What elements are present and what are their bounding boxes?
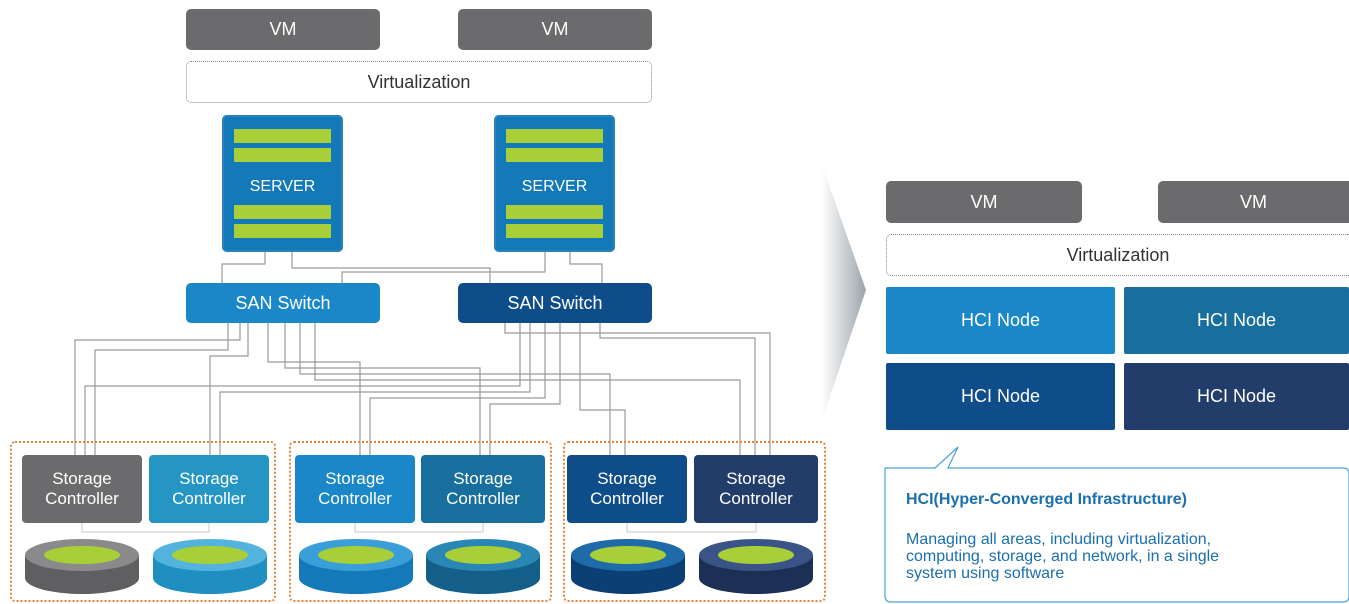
disk-3: [299, 539, 413, 594]
storage-group-1: [10, 441, 276, 602]
san-switch-1: SAN Switch: [186, 283, 380, 323]
callout-line: Managing all areas, including virtualiza…: [906, 531, 1212, 548]
storage-group-3: [563, 441, 826, 602]
server-label: SERVER: [249, 178, 316, 195]
server-2: SERVER: [494, 115, 615, 252]
storage-group-2: [289, 441, 552, 602]
san-switch-2: SAN Switch: [458, 283, 652, 323]
hci-vm-1: VM: [886, 181, 1082, 223]
hci-node-1: HCI Node: [886, 287, 1115, 354]
legacy-virtualization: Virtualization: [186, 61, 652, 103]
disk-5: [571, 539, 685, 594]
disk-6: [699, 539, 813, 594]
legacy-vm-2: VM: [458, 9, 652, 50]
hci-node-4: HCI Node: [1124, 363, 1349, 430]
hci-node-2: HCI Node: [1124, 287, 1349, 354]
disk-1: [25, 539, 139, 594]
server-1: SERVER: [222, 115, 343, 252]
callout-title: HCI(Hyper-Converged Infrastructure): [906, 491, 1187, 508]
callout-line: system using software: [906, 565, 1065, 582]
callout-line: computing, storage, and network, in a si…: [906, 548, 1220, 565]
disk-2: [153, 539, 267, 594]
legacy-vm-1: VM: [186, 9, 380, 50]
callout-description: Managing all areas, including virtualiza…: [906, 531, 1219, 582]
hci-vm-2: VM: [1158, 181, 1349, 223]
hci-node-3: HCI Node: [886, 363, 1115, 430]
server-label: SERVER: [521, 178, 588, 195]
disk-4: [426, 539, 540, 594]
transition-arrow: [822, 165, 866, 420]
callout-box: [884, 446, 1349, 603]
hci-virtualization: Virtualization: [886, 234, 1349, 276]
